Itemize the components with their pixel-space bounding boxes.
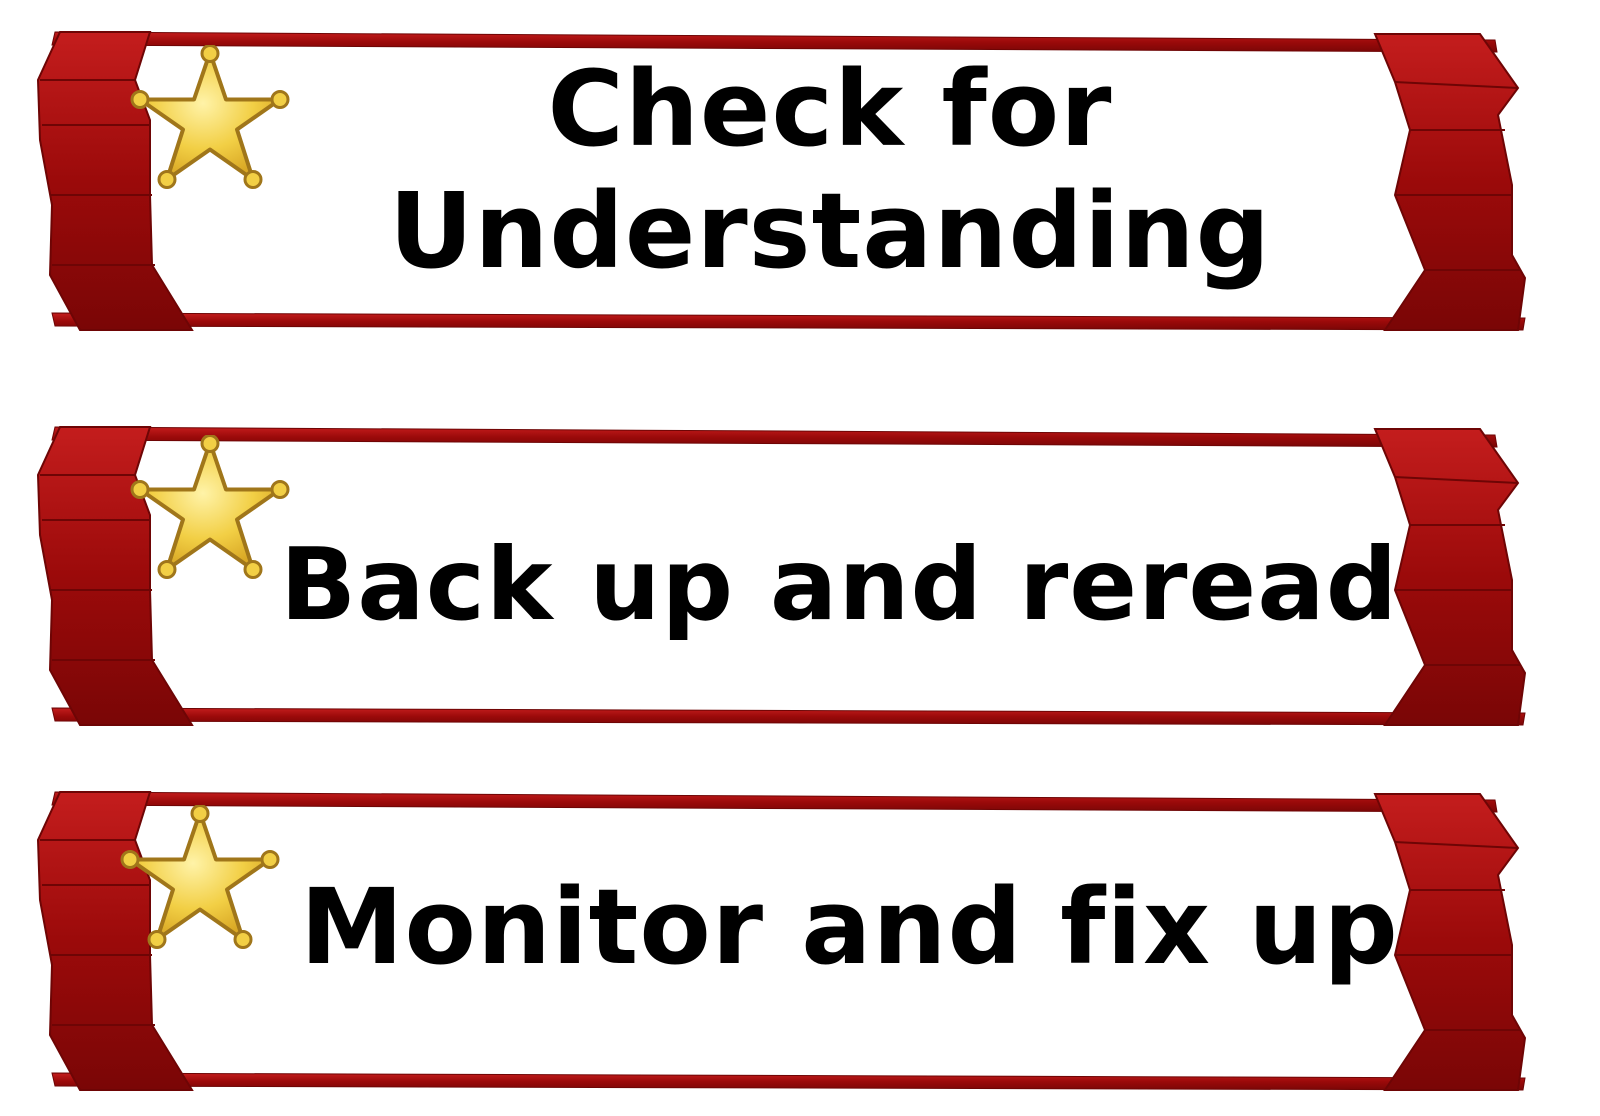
banner-label-line-1: Check for <box>547 48 1113 170</box>
banner-monitor-and-fix-up: Monitor and fix up <box>0 780 1600 1100</box>
sheriff-star-icon <box>130 45 290 190</box>
banner-back-up-and-reread: Back up and reread <box>0 415 1600 735</box>
banner-label: Monitor and fix up <box>300 866 1399 988</box>
banner-check-for-understanding: Check for Understanding <box>0 20 1600 340</box>
sheriff-star-icon <box>130 435 290 580</box>
banner-label-line-2: Understanding <box>388 170 1272 292</box>
banner-label: Check for Understanding <box>330 48 1330 292</box>
sheriff-star-icon <box>120 805 280 950</box>
banner-label: Back up and reread <box>280 526 1399 643</box>
